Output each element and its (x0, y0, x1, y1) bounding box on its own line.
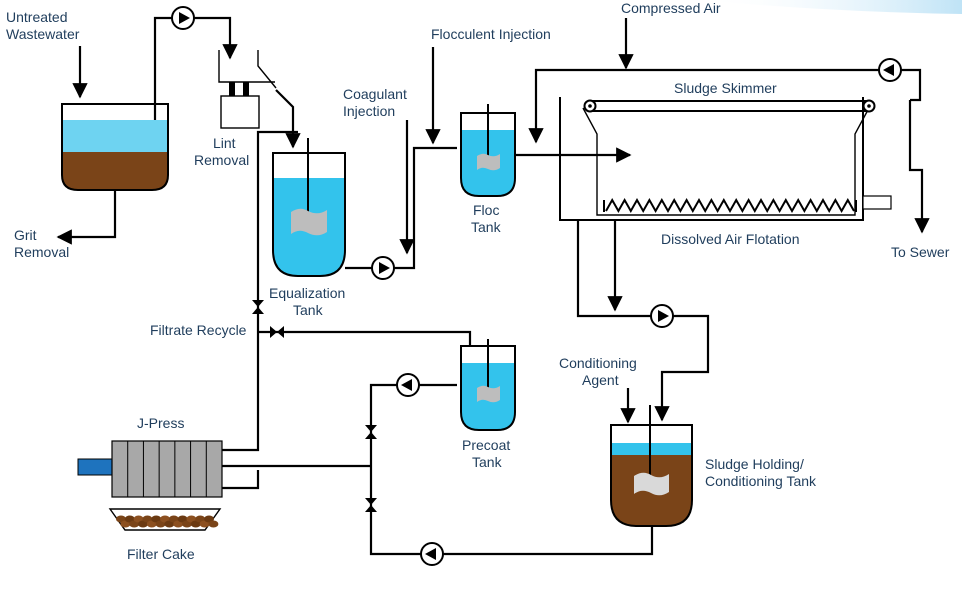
label-flocculent-injection: Flocculent Injection (431, 26, 551, 42)
floc-tank (460, 104, 516, 197)
valve-icon[interactable] (365, 498, 377, 512)
valve-icon[interactable] (365, 425, 377, 439)
filter-cake-chunk (120, 520, 131, 528)
mixer-paddle-icon (291, 208, 327, 236)
label-sludge-holding: Sludge Holding/Conditioning Tank (705, 456, 817, 489)
filter-cake-pile (116, 515, 219, 528)
filter-cake-chunk (177, 515, 188, 523)
filter-cake-chunk (133, 515, 144, 523)
label-dissolved-air-flotation: Dissolved Air Flotation (661, 231, 800, 247)
sludge-holding-tank (610, 405, 693, 527)
filter-cake-chunk (204, 515, 214, 523)
grit-tank (61, 103, 169, 191)
filter-cake-chunk (146, 520, 157, 528)
filter-cake-chunk (164, 520, 175, 528)
label-compressed-air: Compressed Air (621, 0, 721, 16)
filter-cake-chunk (195, 515, 206, 523)
filter-cake-chunk (151, 515, 162, 523)
equalization-tank (272, 138, 346, 277)
label-filtrate-recycle: Filtrate Recycle (150, 322, 247, 338)
pump-icon[interactable] (420, 542, 444, 566)
filter-cake-chunk (190, 520, 201, 528)
filter-cake-chunk (199, 520, 210, 528)
filter-cake-chunk (138, 520, 148, 528)
sludge-layer (62, 152, 168, 190)
filter-cake-chunk (142, 515, 153, 523)
filter-cake-chunk (160, 515, 170, 523)
dissolved-air-flotation-unit (559, 97, 892, 221)
label-to-sewer: To Sewer (891, 244, 950, 260)
corner-swoosh (700, 0, 962, 14)
pump-icon[interactable] (171, 6, 195, 30)
filter-cake-chunk (168, 515, 179, 523)
filter-cake-chunk (116, 515, 126, 523)
filter-cake-chunk (182, 520, 192, 528)
pipes (56, 16, 930, 556)
valve-icon[interactable] (252, 300, 264, 314)
pump-icon[interactable] (396, 373, 420, 397)
pumps (171, 6, 902, 566)
label-sludge-skimmer: Sludge Skimmer (674, 80, 777, 96)
lint-removal-unit (218, 50, 277, 129)
label-j-press: J-Press (137, 415, 184, 431)
filter-cake-chunk (129, 520, 140, 528)
mixer-paddle-icon (477, 153, 500, 171)
valves (252, 300, 377, 512)
filter-cake-chunk (124, 515, 135, 523)
filter-cake-chunk (155, 520, 166, 528)
pump-icon[interactable] (878, 58, 902, 82)
filter-cake-chunk (208, 520, 219, 528)
mixer-paddle-icon (634, 472, 669, 496)
j-press-filter (77, 440, 223, 531)
label-filter-cake: Filter Cake (127, 546, 195, 562)
press-plates (127, 441, 207, 497)
screw-conveyor-icon (605, 197, 855, 214)
filter-cake-chunk (173, 520, 184, 528)
valve-icon[interactable] (270, 326, 284, 338)
pump-icon[interactable] (650, 304, 674, 328)
precoat-tank (460, 339, 516, 431)
pump-icon[interactable] (371, 256, 395, 280)
mixer-paddle-icon (477, 385, 500, 403)
filter-cake-chunk (186, 515, 197, 523)
